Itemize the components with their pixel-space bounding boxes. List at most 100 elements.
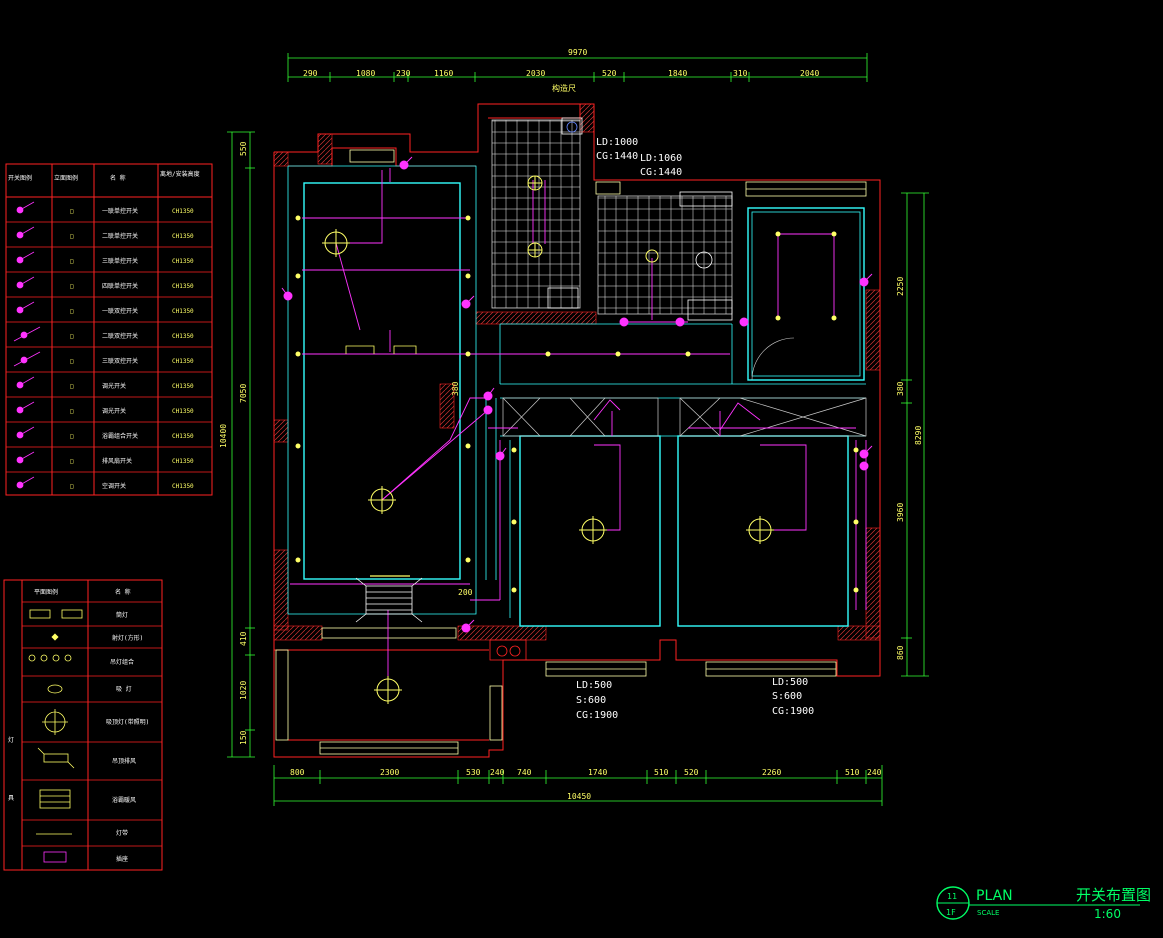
switch-legend-header-3: 名 称 (110, 174, 126, 182)
kitchen-ld-note: LD:1000 (596, 137, 638, 148)
right-dim-1: 2250 (896, 277, 905, 296)
light-legend-table: 平面图例 名 称 灯 具 筒灯 射灯(方形) 吊灯组合 吸 灯 吸顶灯(带照明)… (3, 579, 163, 871)
switch-code-2: □ (70, 233, 74, 240)
left-dim-3: 410 (239, 631, 248, 646)
top-dim-1: 290 (303, 69, 318, 78)
light-legend-side-1: 灯 (8, 736, 14, 744)
switch-name-8: 调光开关 (102, 382, 126, 390)
switch-name-12: 空调开关 (102, 482, 126, 490)
light-legend-name-6: 吊顶排风 (112, 757, 136, 765)
light-legend-name-8: 灯带 (116, 829, 128, 837)
switch-name-7: 三联双控开关 (102, 357, 138, 365)
bed2-ld-note: LD:500 (772, 677, 808, 688)
wardrobes (502, 397, 867, 437)
switch-legend-header-2: 立面图例 (54, 174, 78, 182)
bottom-dimension-lines (273, 765, 883, 806)
top-dim-8: 310 (733, 69, 748, 78)
bottom-dim-10: 510 (845, 768, 860, 777)
switch-height-2: CH1350 (172, 233, 194, 240)
top-dim-2: 1080 (356, 69, 375, 78)
left-dim-4: 1020 (239, 681, 248, 700)
left-dim-2: 7050 (239, 384, 248, 403)
bed2-s-note: S:600 (772, 691, 802, 702)
switch-wiring (290, 168, 867, 690)
switch-height-6: CH1350 (172, 333, 194, 340)
switch-code-9: □ (70, 408, 74, 415)
left-dimension-lines (227, 131, 255, 758)
bottom-dim-5: 740 (517, 768, 532, 777)
light-legend-name-3: 吊灯组合 (110, 658, 134, 666)
downlights (295, 215, 859, 593)
switches (281, 156, 873, 633)
small-fixture-marks (345, 345, 417, 354)
ceiling-lights (322, 175, 774, 704)
switch-name-3: 三联单控开关 (102, 257, 138, 265)
door-swing (751, 337, 795, 381)
fixtures (489, 117, 733, 661)
switch-name-5: 一联双控开关 (102, 307, 138, 315)
bottom-dim-7: 510 (654, 768, 669, 777)
right-outer-dim: 8290 (914, 426, 923, 445)
light-legend-name-2: 射灯(方形) (112, 634, 143, 642)
switch-height-1: CH1350 (172, 208, 194, 215)
switch-height-11: CH1350 (172, 458, 194, 465)
switch-code-10: □ (70, 433, 74, 440)
drawing-scale: 1:60 (1094, 907, 1121, 921)
scale-label: SCALE (977, 909, 999, 917)
plan-label: PLAN (976, 888, 1013, 904)
kitchen-tile-floor (491, 119, 581, 309)
drawing-title: 开关布置图 (1076, 886, 1151, 904)
switch-name-11: 排风扇开关 (102, 457, 132, 465)
switch-height-3: CH1350 (172, 258, 194, 265)
switch-name-1: 一联单控开关 (102, 207, 138, 215)
top-dim-3: 230 (396, 69, 411, 78)
switch-name-9: 调光开关 (102, 407, 126, 415)
bed1-s-note: S:600 (576, 695, 606, 706)
light-legend-name-5: 吸顶灯(带照明) (106, 718, 149, 726)
bottom-dim-11: 240 (867, 768, 882, 777)
light-legend-header-1: 平面图例 (34, 588, 58, 596)
switch-height-10: CH1350 (172, 433, 194, 440)
top-total-dim: 9970 (568, 48, 587, 57)
switch-legend-table: 开关图例 立面图例 名 称 离地/安装高度 □ □ □ □ □ □ □ □ □ … (5, 163, 213, 496)
exhaust-fan (355, 577, 423, 623)
right-dim-4: 860 (896, 645, 905, 660)
switch-height-5: CH1350 (172, 308, 194, 315)
switch-height-12: CH1350 (172, 483, 194, 490)
top-dim-7: 1840 (668, 69, 687, 78)
light-legend-name-9: 插座 (116, 855, 128, 863)
light-legend-name-7: 浴霸暖风 (112, 796, 136, 804)
light-legend-name-4: 吸 灯 (116, 685, 132, 693)
top-dim-9: 2040 (800, 69, 819, 78)
switch-height-9: CH1350 (172, 408, 194, 415)
bath-cg-note: CG:1440 (640, 167, 682, 178)
bottom-dim-6: 1740 (588, 768, 607, 777)
switch-height-7: CH1350 (172, 358, 194, 365)
switch-name-6: 二联双控开关 (102, 332, 138, 340)
ceiling-outlines (303, 182, 865, 627)
switch-code-11: □ (70, 458, 74, 465)
switch-legend-header-1: 开关图例 (8, 174, 32, 182)
top-dimension-lines (287, 53, 868, 82)
switch-height-4: CH1350 (172, 283, 194, 290)
top-dim-6: 520 (602, 69, 617, 78)
top-dim-5: 2030 (526, 69, 545, 78)
switch-code-8: □ (70, 383, 74, 390)
switch-code-3: □ (70, 258, 74, 265)
left-outer-dim: 10400 (219, 424, 228, 448)
kitchen-cg-note: CG:1440 (596, 151, 638, 162)
bed1-ld-note: LD:500 (576, 680, 612, 691)
light-legend-side-2: 具 (8, 795, 14, 802)
bed2-cg-note: CG:1900 (772, 706, 814, 717)
switch-name-2: 二联单控开关 (102, 232, 138, 240)
switch-code-1: □ (70, 208, 74, 215)
bottom-dim-2: 2300 (380, 768, 399, 777)
switch-name-10: 浴霸组合开关 (102, 432, 138, 440)
switch-code-6: □ (70, 333, 74, 340)
switch-legend-header-4: 离地/安装高度 (160, 170, 200, 178)
bottom-dim-3: 530 (466, 768, 481, 777)
bathroom-tile-floor (597, 195, 733, 315)
bottom-dim-8: 520 (684, 768, 699, 777)
light-legend-header-2: 名 称 (115, 588, 131, 596)
